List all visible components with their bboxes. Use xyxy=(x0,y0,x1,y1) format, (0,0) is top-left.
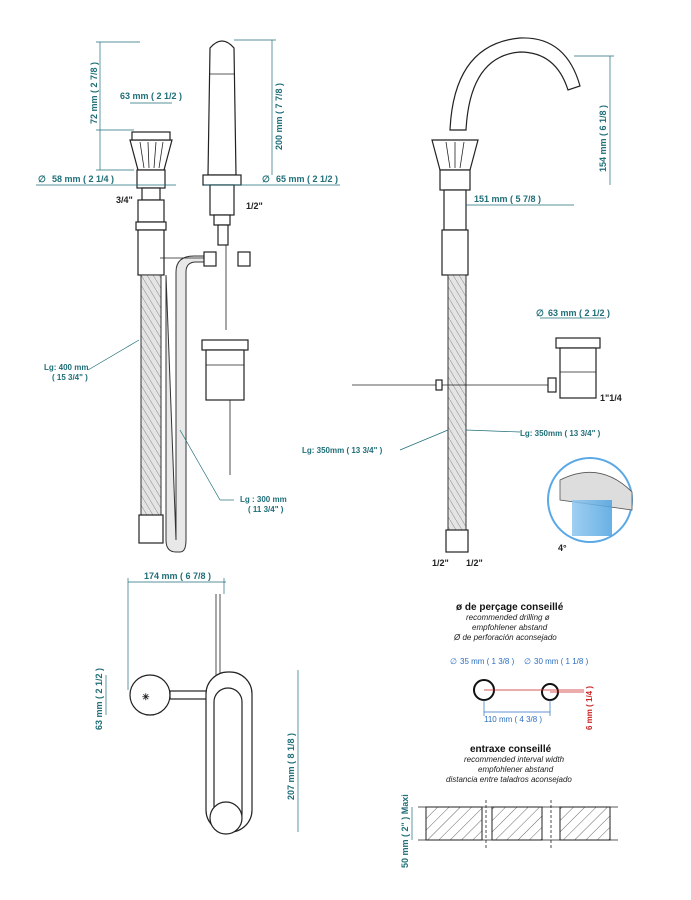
handle-width-dim: 63 mm ( 2 1/2 ) xyxy=(120,91,182,101)
thickness-dim: 50 mm ( 2" ) Maxi xyxy=(400,794,410,868)
thread-right-label: 1/2" xyxy=(246,201,263,211)
thread-left-label: 3/4" xyxy=(116,195,133,205)
offset-dim: 6 mm ( 1/4 ) xyxy=(585,686,594,730)
interval-sub-1: recommended interval width xyxy=(464,755,565,764)
dia-symbol-hole1: ∅ xyxy=(450,657,457,666)
front-view: 72 mm ( 2 7/8 ) 63 mm ( 2 1/2 ) 200 mm (… xyxy=(36,39,340,553)
handle-top xyxy=(129,674,171,716)
hose-400-label-1: Lg: 400 mm xyxy=(44,363,88,372)
spout-reach-dim: 151 mm ( 5 7/8 ) xyxy=(474,194,541,204)
drilling-sub-3: Ø de perforación aconsejado xyxy=(453,633,557,642)
drain-thread-label: 1"1/4 xyxy=(600,393,622,403)
drilling-spec: ø de perçage conseillé recommended drill… xyxy=(450,602,594,730)
cross-handle xyxy=(129,131,173,276)
hole1-dim: 35 mm ( 1 3/8 ) xyxy=(460,657,515,666)
base-right-dim: 65 mm ( 2 1/2 ) xyxy=(276,174,338,184)
spout-height-dim: 200 mm ( 7 7/8 ) xyxy=(274,83,284,150)
countertop-section-1 xyxy=(425,806,483,841)
angle-label: 4° xyxy=(558,543,567,553)
svg-text:✳: ✳ xyxy=(142,692,150,702)
top-depth-dim: 207 mm ( 8 1/8 ) xyxy=(286,733,296,800)
hole2-dim: 30 mm ( 1 1/8 ) xyxy=(534,657,589,666)
interval-spec: entraxe conseillé recommended interval w… xyxy=(400,744,618,868)
spacing-dim: 110 mm ( 4 3/8 ) xyxy=(484,715,542,724)
hose-400-label-2: ( 15 3/4" ) xyxy=(52,373,88,382)
side-thread-a: 1/2" xyxy=(432,558,449,568)
interval-title: entraxe conseillé xyxy=(470,744,552,755)
side-thread-b: 1/2" xyxy=(466,558,483,568)
dia-symbol-right: ∅ xyxy=(262,174,270,184)
side-view: 154 mm ( 6 1/8 ) 151 mm ( 5 7/8 ) ∅ 63 m… xyxy=(302,37,633,568)
drain-dia-dim: 63 mm ( 2 1/2 ) xyxy=(548,308,610,318)
hose-300-label-1: Lg : 300 mm xyxy=(240,495,287,504)
hose-300-label-2: ( 11 3/4" ) xyxy=(248,505,284,514)
side-hose-left-label: Lg: 350mm ( 13 3/4" ) xyxy=(302,446,383,455)
drilling-sub-2: empfohlener abstand xyxy=(472,623,548,632)
drain-left xyxy=(201,339,249,475)
dia-symbol-hole2: ∅ xyxy=(524,657,531,666)
interval-sub-2: empfohlener abstand xyxy=(478,765,554,774)
spout-rise-dim: 154 mm ( 6 1/8 ) xyxy=(598,105,608,172)
interval-sub-3: distancia entre taladros aconsejado xyxy=(446,775,572,784)
spout-body xyxy=(202,40,242,330)
base-left-dim: 58 mm ( 2 1/4 ) xyxy=(52,174,114,184)
hose-side xyxy=(447,274,467,531)
hose-400 xyxy=(140,274,162,516)
drilling-title: ø de perçage conseillé xyxy=(456,602,564,613)
spout-arc xyxy=(449,37,581,131)
top-width-dim: 174 mm ( 6 7/8 ) xyxy=(144,571,211,581)
dia-symbol-left: ∅ xyxy=(38,174,46,184)
dia-symbol-drain: ∅ xyxy=(536,308,544,318)
top-view: ✳ 174 mm ( 6 7/8 ) 207 mm ( 8 1/8 ) 63 m… xyxy=(94,571,299,835)
water-flow-detail xyxy=(547,457,633,543)
countertop-section-3 xyxy=(559,806,611,841)
countertop-section-2 xyxy=(491,806,543,841)
drilling-sub-1: recommended drilling ø xyxy=(466,613,550,622)
handle-height-dim: 72 mm ( 2 7/8 ) xyxy=(89,62,99,124)
drain-right xyxy=(555,337,601,399)
side-hose-right-label: Lg: 350mm ( 13 3/4" ) xyxy=(520,429,601,438)
hose-300 xyxy=(165,255,209,553)
top-handle-dim: 63 mm ( 2 1/2 ) xyxy=(94,668,104,730)
